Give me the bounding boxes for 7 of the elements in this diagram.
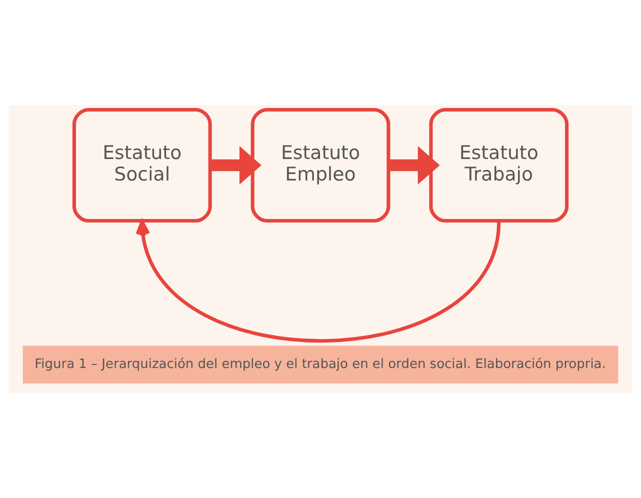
node-box: Estatuto Social	[72, 108, 212, 223]
arrow	[388, 146, 440, 184]
node-box: Estatuto Empleo	[250, 108, 390, 223]
caption: Figura 1 – Jerarquización del empleo y el trabajo en el orden social. Elaboración propria.	[34, 356, 606, 372]
arrow	[136, 220, 501, 342]
node-box: Estatuto Trabajo	[429, 108, 569, 223]
arrow	[210, 146, 262, 184]
